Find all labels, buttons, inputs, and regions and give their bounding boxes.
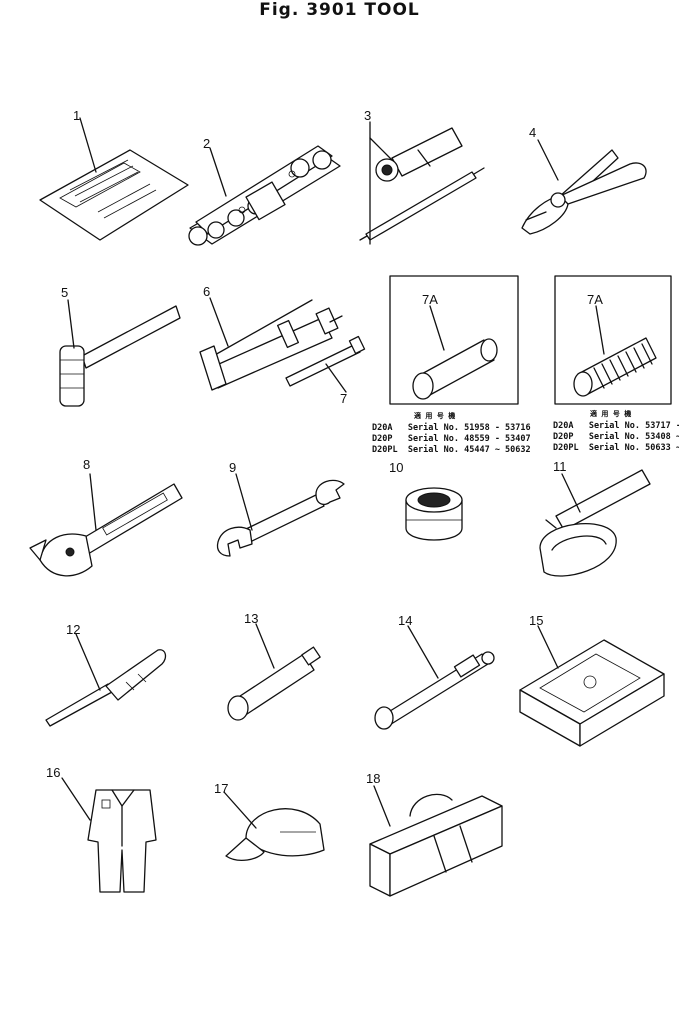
serial-row: D20PL Serial No. 45447 ~ 50632: [372, 445, 531, 455]
scraper-drawing: [45, 649, 167, 727]
callout-5: 5: [61, 285, 69, 300]
callout-9: 9: [229, 460, 237, 475]
cap-drawing: [225, 808, 325, 862]
serial-row: D20A Serial No. 53717 -: [553, 421, 679, 431]
extension-nozzle-drawing: [285, 335, 366, 387]
extension-bar-drawing: [227, 646, 321, 721]
callout-7a-left: 7A: [422, 292, 438, 307]
callout-7: 7: [340, 391, 348, 406]
callout-12: 12: [66, 622, 81, 637]
callout-15: 15: [529, 613, 544, 628]
callout-14: 14: [398, 613, 413, 628]
callout-17: 17: [214, 781, 229, 796]
socket-handle-drawing: [374, 651, 495, 730]
serial-header-left: 適 用 号 機: [414, 412, 457, 420]
tool-bag-drawing: [369, 793, 503, 897]
callout-4: 4: [529, 125, 537, 140]
socket-7a-left-drawing: [412, 338, 498, 400]
callout-8: 8: [83, 457, 91, 472]
tool-box-drawing: [519, 639, 665, 747]
serial-row: D20P Serial No. 48559 - 53407: [372, 434, 531, 444]
hammer-drawing: [59, 305, 181, 407]
wrench-set-drawing: [188, 145, 341, 246]
tool-list-card-drawing: [39, 149, 189, 241]
coveralls-drawing: [87, 789, 157, 893]
callout-1: 1: [73, 108, 81, 123]
callout-16: 16: [46, 765, 61, 780]
part-7a-box-right: [554, 275, 672, 405]
serial-header-right: 適 用 号 機: [590, 410, 633, 418]
leader-lines: [61, 117, 605, 829]
adjustable-wrench-drawing: [29, 483, 183, 577]
open-end-wrench-drawing: [216, 479, 345, 557]
callout-6: 6: [203, 284, 211, 299]
callout-2: 2: [203, 136, 211, 151]
serial-row: D20PL Serial No. 50633 ~: [553, 443, 679, 453]
callout-11: 11: [553, 459, 567, 474]
callout-3: 3: [364, 108, 372, 123]
screwdriver-drawing: [359, 127, 485, 241]
pliers-drawing: [521, 149, 647, 235]
part-7a-box-left: [389, 275, 519, 405]
callout-18: 18: [366, 771, 381, 786]
figure-title: Fig. 3901 TOOL: [259, 0, 420, 20]
callout-13: 13: [244, 611, 259, 626]
serial-row: D20A Serial No. 51958 - 53716: [372, 423, 531, 433]
socket-drawing: [405, 487, 463, 541]
spring-7a-right-drawing: [573, 337, 657, 397]
callout-10: 10: [389, 460, 404, 475]
filter-wrench-drawing: [539, 469, 651, 577]
serial-row: D20P Serial No. 53408 ~: [553, 432, 679, 442]
grease-gun-drawing: [199, 299, 343, 391]
callout-7a-right: 7A: [587, 292, 603, 307]
